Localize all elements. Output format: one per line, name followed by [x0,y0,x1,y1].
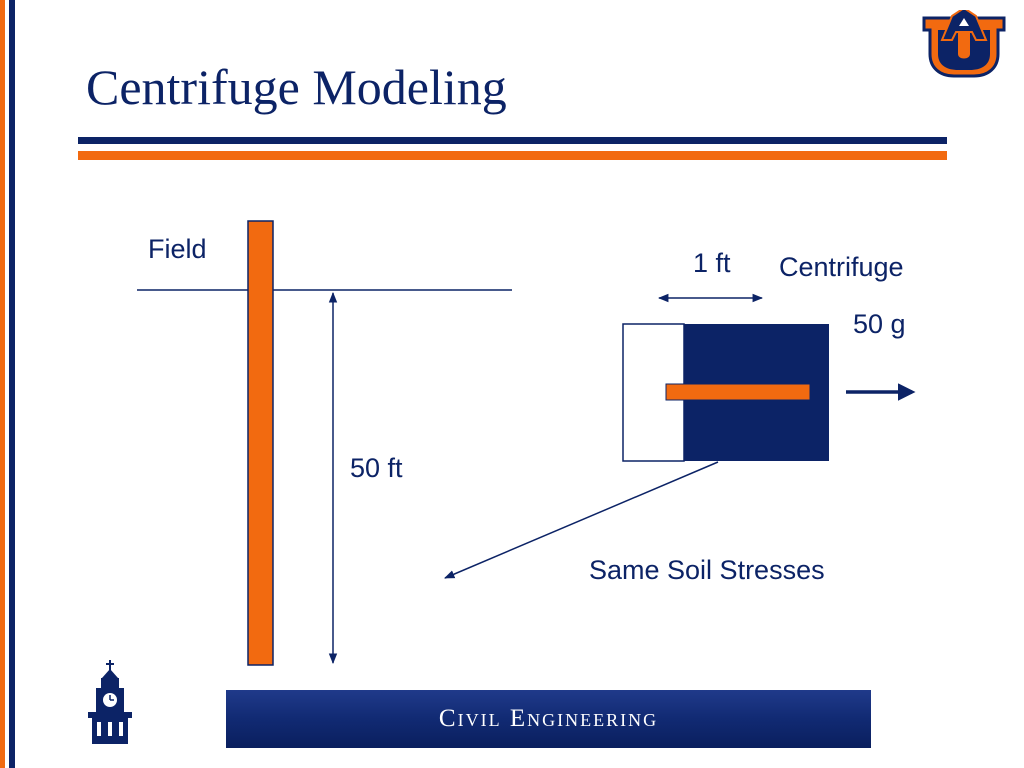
title-rule-navy [78,137,947,144]
title-rule-orange [78,151,947,160]
field-label: Field [148,234,207,264]
au-logo-icon [922,10,1006,78]
relation-label: Same Soil Stresses [589,555,825,585]
centrifuge-label: Centrifuge [779,252,904,282]
clock-tower-icon [88,660,132,744]
acceleration-label: 50 g [853,309,906,339]
department-banner-text: Civil Engineering [438,705,659,732]
slide-title: Centrifuge Modeling [86,59,507,115]
department-banner: Civil Engineering [226,690,871,748]
left-stripe-orange [0,0,5,768]
model-pile [665,383,811,401]
left-stripe-navy [9,0,15,768]
depth-label: 50 ft [350,453,403,483]
width-label: 1 ft [693,248,731,278]
same-stress-arrow [444,461,719,579]
field-pile [247,220,274,666]
